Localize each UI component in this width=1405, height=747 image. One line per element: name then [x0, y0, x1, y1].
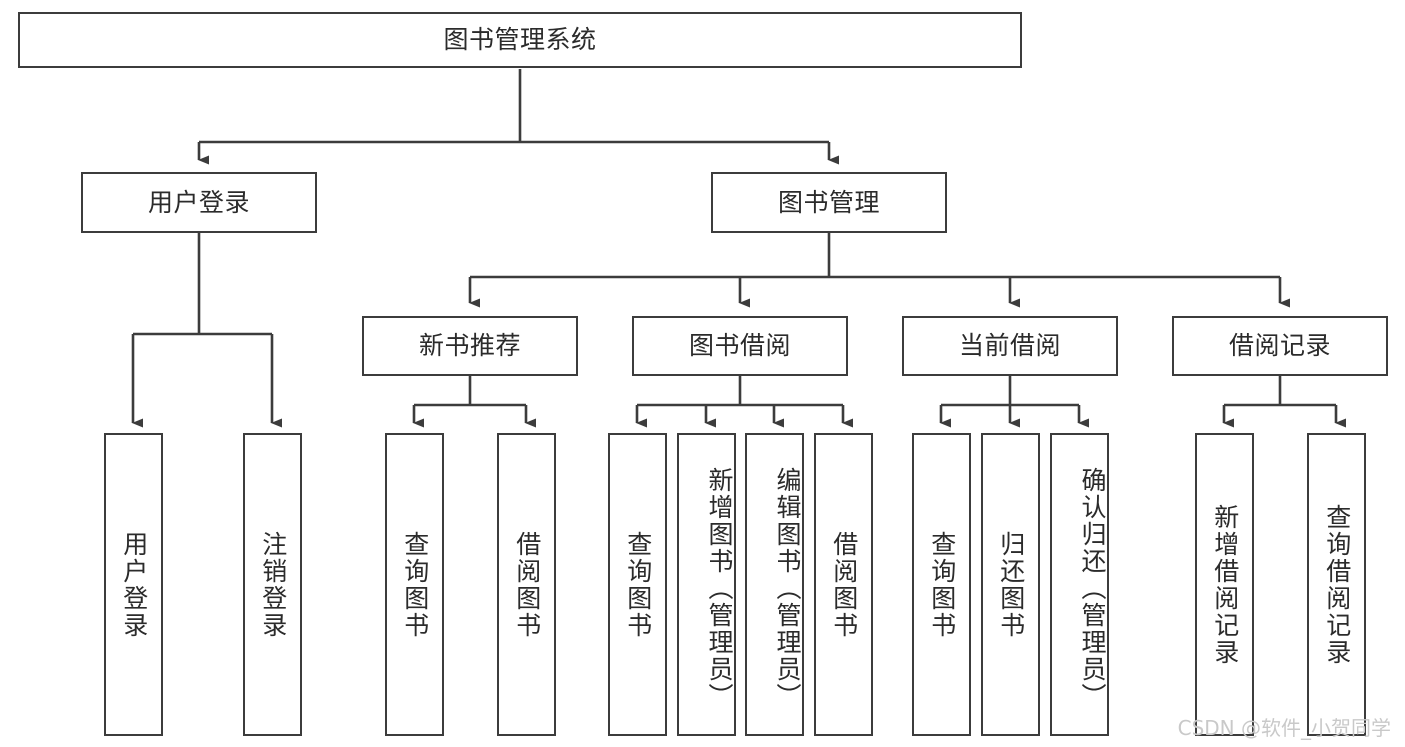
node-book-management[interactable]: 图书管理 — [711, 172, 947, 233]
leaf-user-login-logout[interactable]: 注销登录 — [243, 433, 302, 736]
leaf-current-return-book[interactable]: 归还图书 — [981, 433, 1040, 736]
leaf-new-book-borrow[interactable]: 借阅图书 — [497, 433, 556, 736]
csdn-watermark: CSDN @软件_小贺同学 — [1177, 716, 1391, 740]
leaf-record-add-record[interactable]: 新增借阅记录 — [1195, 433, 1254, 736]
node-user-login[interactable]: 用户登录 — [81, 172, 317, 233]
leaf-user-login-login[interactable]: 用户登录 — [104, 433, 163, 736]
node-new-book-recommend[interactable]: 新书推荐 — [362, 316, 578, 376]
leaf-record-query-record[interactable]: 查询借阅记录 — [1307, 433, 1366, 736]
leaf-borrow-borrow-book[interactable]: 借阅图书 — [814, 433, 873, 736]
leaf-new-book-query[interactable]: 查询图书 — [385, 433, 444, 736]
leaf-current-query-book[interactable]: 查询图书 — [912, 433, 971, 736]
node-root-system[interactable]: 图书管理系统 — [18, 12, 1022, 68]
node-current-borrow[interactable]: 当前借阅 — [902, 316, 1118, 376]
leaf-borrow-edit-book-admin[interactable]: 编辑图书（管理员） — [745, 433, 804, 736]
leaf-current-confirm-return-admin[interactable]: 确认归还（管理员） — [1050, 433, 1109, 736]
node-book-borrow[interactable]: 图书借阅 — [632, 316, 848, 376]
leaf-borrow-query-book[interactable]: 查询图书 — [608, 433, 667, 736]
leaf-borrow-add-book-admin[interactable]: 新增图书（管理员） — [677, 433, 736, 736]
node-borrow-record[interactable]: 借阅记录 — [1172, 316, 1388, 376]
